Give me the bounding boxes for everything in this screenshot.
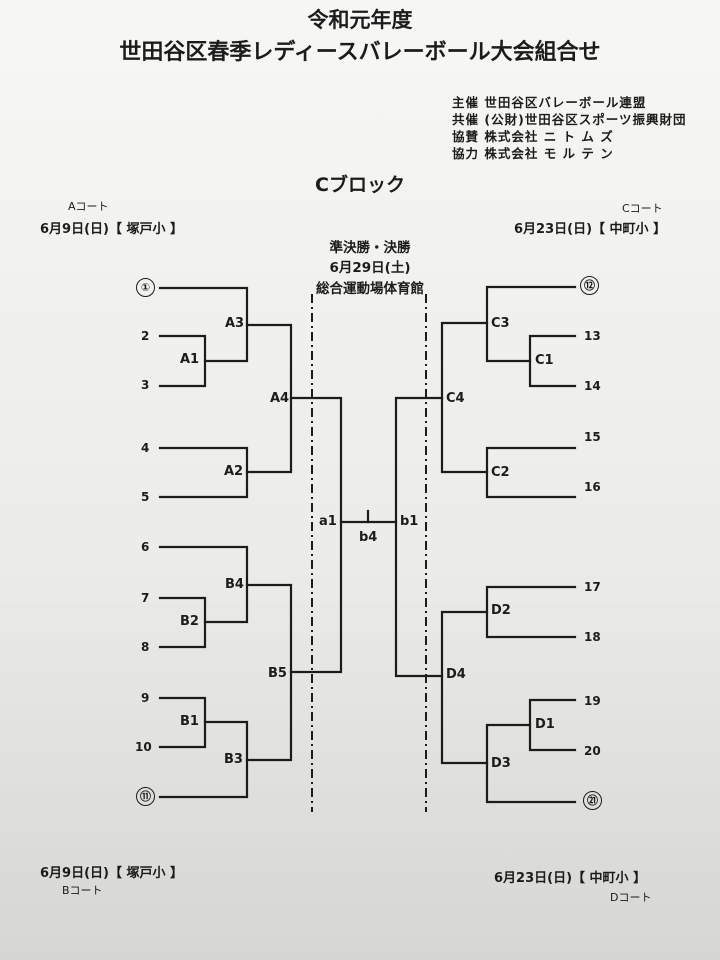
match-d1: D1	[535, 717, 555, 732]
page-subtitle: 世田谷区春季レディースバレーボール大会組合せ	[119, 40, 601, 65]
page-title: 令和元年度	[307, 8, 413, 32]
team-2: 2	[141, 329, 150, 343]
team-5: 5	[141, 490, 150, 504]
court-b-date: 6月9日(日)【 塚戸小 】	[40, 866, 184, 881]
team-10: 10	[135, 740, 152, 754]
team-15: 15	[584, 430, 601, 444]
team-14: 14	[584, 379, 601, 393]
match-c3: C3	[491, 316, 510, 331]
match-b4: B4	[225, 577, 244, 592]
match-d3: D3	[491, 756, 511, 771]
support-line: 協力 株式会社 モ ル テ ン	[452, 146, 614, 161]
court-b-label: Bコート	[62, 884, 103, 897]
finals-date: 6月29日(土)	[329, 260, 411, 276]
match-c1: C1	[535, 353, 554, 368]
match-b5: B5	[268, 666, 287, 681]
match-c4: C4	[446, 391, 465, 406]
match-a3: A3	[225, 316, 245, 331]
team-19: 19	[584, 694, 601, 708]
match-a1: A1	[180, 352, 200, 367]
team-6: 6	[141, 540, 150, 554]
team-3: 3	[141, 378, 150, 392]
team-9: 9	[141, 691, 150, 705]
team-13: 13	[584, 329, 601, 343]
court-c-date: 6月23日(日)【 中町小 】	[514, 222, 667, 237]
match-c2: C2	[491, 465, 510, 480]
match-b1: B1	[180, 714, 199, 729]
court-d-label: Dコート	[610, 891, 652, 904]
organizer-line: 主催 世田谷区バレーボール連盟	[452, 95, 647, 110]
finals-venue: 総合運動場体育館	[316, 281, 424, 297]
team-20: 20	[584, 744, 601, 758]
sponsor-line: 協賛 株式会社 ニ ト ム ズ	[452, 129, 614, 144]
match-a1-semi: a1	[319, 514, 337, 529]
match-a4: A4	[270, 391, 290, 406]
match-b2: B2	[180, 614, 199, 629]
court-a-label: Aコート	[68, 200, 109, 213]
court-d-date: 6月23日(日)【 中町小 】	[494, 871, 647, 886]
court-a-date: 6月9日(日)【 塚戸小 】	[40, 222, 184, 237]
court-c-label: Cコート	[622, 202, 663, 215]
team-4: 4	[141, 441, 150, 455]
team-1-seed: ①	[136, 278, 155, 297]
match-a2: A2	[224, 464, 244, 479]
match-d2: D2	[491, 603, 511, 618]
match-b1-semi: b1	[400, 514, 419, 529]
match-b4-final: b4	[359, 530, 378, 545]
team-18: 18	[584, 630, 601, 644]
finals-heading: 準決勝・決勝	[329, 240, 411, 256]
team-16: 16	[584, 480, 601, 494]
match-d4: D4	[446, 667, 466, 682]
team-12-seed: ⑫	[580, 276, 599, 295]
team-17: 17	[584, 580, 601, 594]
team-21-seed: ㉑	[583, 791, 602, 810]
block-heading: Cブロック	[315, 174, 405, 196]
team-7: 7	[141, 591, 150, 605]
team-11-seed: ⑪	[136, 787, 155, 806]
cohost-line: 共催 (公財)世田谷区スポーツ振興財団	[452, 112, 687, 127]
match-b3: B3	[224, 752, 243, 767]
team-8: 8	[141, 640, 150, 654]
